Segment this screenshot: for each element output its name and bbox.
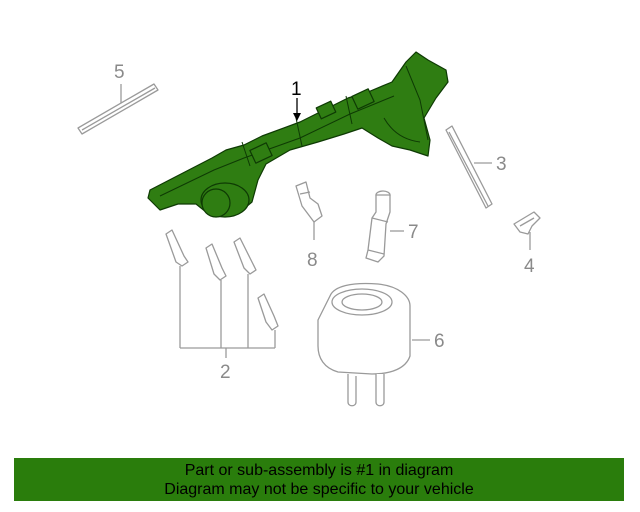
banner-line-2: Diagram may not be specific to your vehi…	[164, 480, 474, 498]
leader-1-arrowhead	[293, 113, 301, 121]
callout-8[interactable]: 8	[307, 250, 318, 271]
callout-1[interactable]: 1	[291, 79, 302, 100]
callout-5[interactable]: 5	[114, 62, 125, 83]
callout-4[interactable]: 4	[524, 256, 535, 277]
part-3-pin[interactable]	[445, 125, 493, 209]
part-2-bolt-b[interactable]	[205, 243, 227, 281]
leader-2	[179, 266, 276, 358]
part-4-clip[interactable]	[513, 211, 541, 235]
banner-line-1: Part or sub-assembly is #1 in diagram	[184, 461, 454, 479]
part-6-cooler[interactable]	[317, 282, 411, 407]
part-2-bolt-a[interactable]	[165, 229, 189, 267]
callout-7[interactable]: 7	[408, 222, 419, 243]
callout-6[interactable]: 6	[434, 331, 445, 352]
parts-diagram: 5 1 3 4 8 7	[77, 51, 541, 407]
part-8-sensor[interactable]	[295, 181, 323, 223]
part-2-bolt-d[interactable]	[257, 293, 279, 331]
part-2-bolt-c[interactable]	[233, 237, 257, 275]
callout-3[interactable]: 3	[496, 154, 507, 175]
callout-2[interactable]: 2	[220, 362, 231, 383]
info-banner: Part or sub-assembly is #1 in diagram Di…	[14, 458, 624, 501]
part-1-highlighted-assembly[interactable]	[147, 51, 449, 218]
part-5-strip[interactable]	[77, 83, 159, 135]
part-7-fitting[interactable]	[365, 190, 391, 263]
